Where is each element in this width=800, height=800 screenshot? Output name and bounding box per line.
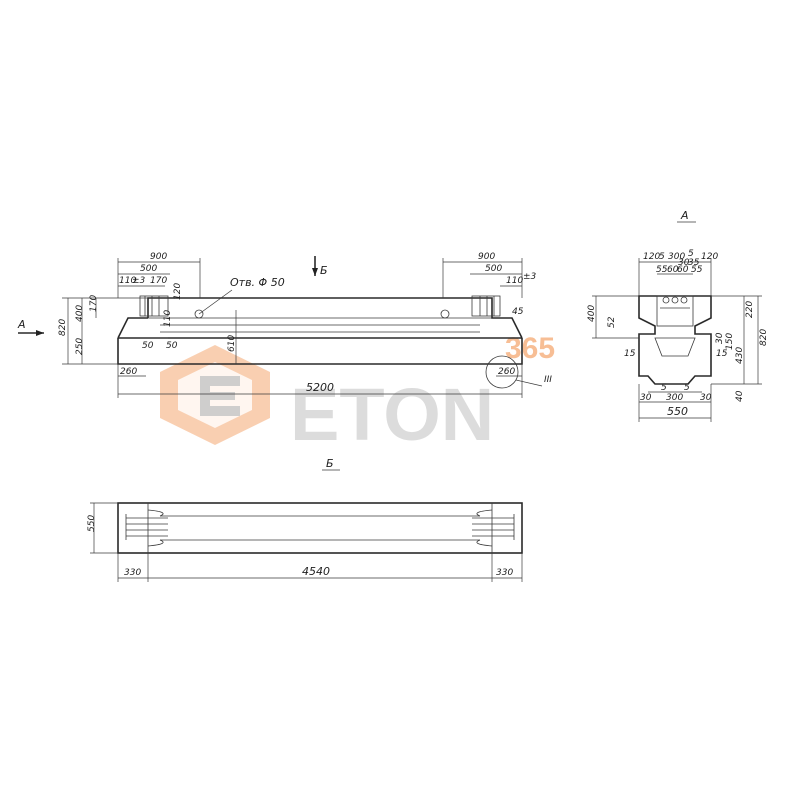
plan-view: Б 550 330 (87, 457, 523, 582)
plan-l-4540: 4540 (302, 565, 330, 578)
front-view: Отв. Φ 50 900 500 110 ±3 170 900 500 ±3 … (17, 252, 552, 398)
plan-l-330: 330 (124, 568, 141, 578)
sec-a-t-300: 300 (668, 252, 685, 262)
plan-w-550: 550 (87, 515, 97, 532)
sec-a-t-35: 35 (688, 258, 700, 268)
sec-a-t-55a: 55 (656, 265, 668, 275)
dim-right-500: 500 (485, 264, 502, 274)
dim-right-900: 900 (478, 252, 495, 262)
sec-a-t-60: 60 (667, 265, 679, 275)
view-arrow-label: А (17, 318, 26, 331)
sec-a-b-5b: 5 (684, 383, 690, 393)
dim-w-50a: 50 (142, 341, 154, 351)
section-arrow-label: Б (320, 264, 328, 277)
sec-a-h-430: 430 (735, 347, 745, 364)
hole-left-icon (194, 309, 204, 319)
dim-left-500: 500 (140, 264, 157, 274)
sec-a-h-15b: 15 (716, 349, 728, 359)
sec-a-t-120a: 120 (643, 252, 660, 262)
sec-a-h-52: 52 (607, 316, 617, 328)
sec-a-b-300: 300 (666, 393, 683, 403)
sec-a-h-220: 220 (745, 301, 755, 318)
sec-a-h-820: 820 (759, 329, 769, 346)
dim-total-5200: 5200 (306, 381, 334, 394)
rebar-left-icon (125, 514, 168, 540)
sec-a-t-55b: 55 (691, 265, 703, 275)
dim-h-45: 45 (512, 307, 524, 317)
sec-a-h-30: 30 (715, 332, 725, 344)
dim-h-120: 120 (173, 283, 183, 300)
bolt-hole-2-icon (671, 296, 679, 304)
section-a-view: А 120 5 300 5 120 55 60 60 55 30 35 400 … (587, 209, 769, 422)
dim-right-110: 110 (506, 276, 523, 286)
sec-a-h-400: 400 (587, 305, 597, 322)
hole-right-icon (440, 309, 450, 319)
sec-a-h-15a: 15 (624, 349, 636, 359)
dim-right-pm3: ±3 (523, 272, 537, 282)
sec-a-b-30b: 30 (700, 393, 712, 403)
dim-h-170: 170 (89, 295, 99, 312)
dim-w-260a: 260 (120, 367, 137, 377)
bolt-hole-3-icon (680, 296, 688, 304)
sec-a-t-30: 30 (678, 258, 690, 268)
dim-h-610: 610 (227, 335, 237, 352)
watermark-text: ETON (290, 373, 494, 456)
rebar-right-icon (472, 514, 515, 540)
section-a-title: А (680, 209, 689, 222)
dim-left-pm3: ±3 (132, 276, 146, 286)
sec-a-h-40: 40 (735, 390, 745, 402)
dim-h-820: 820 (58, 319, 68, 336)
dim-left-110: 110 (119, 276, 136, 286)
sec-a-t-5b: 5 (688, 249, 694, 259)
node-detail-circle-icon (485, 355, 519, 389)
sec-a-b-30a: 30 (640, 393, 652, 403)
sec-a-h-150: 150 (725, 333, 735, 350)
hole-note: Отв. Φ 50 (230, 276, 285, 289)
dim-h-110: 110 (163, 310, 173, 327)
dim-h-400: 400 (75, 305, 85, 322)
node-label: III (544, 375, 552, 385)
dim-left-900: 900 (150, 252, 167, 262)
dim-w-260b: 260 (498, 367, 515, 377)
watermark-logo-icon (160, 345, 270, 445)
dim-h-250: 250 (75, 338, 85, 355)
sec-a-b-5a: 5 (661, 383, 667, 393)
plan-view-title: Б (326, 457, 334, 470)
bolt-hole-1-icon (662, 296, 670, 304)
sec-a-t-60b: 60 (677, 265, 689, 275)
plan-r-330: 330 (496, 568, 513, 578)
sec-a-t-5a: 5 (659, 252, 665, 262)
sec-a-t-120b: 120 (701, 252, 718, 262)
dim-w-50b: 50 (166, 341, 178, 351)
dim-left-170: 170 (150, 276, 167, 286)
sec-a-w-550: 550 (667, 405, 688, 418)
watermark: ETON 365 (160, 332, 555, 456)
